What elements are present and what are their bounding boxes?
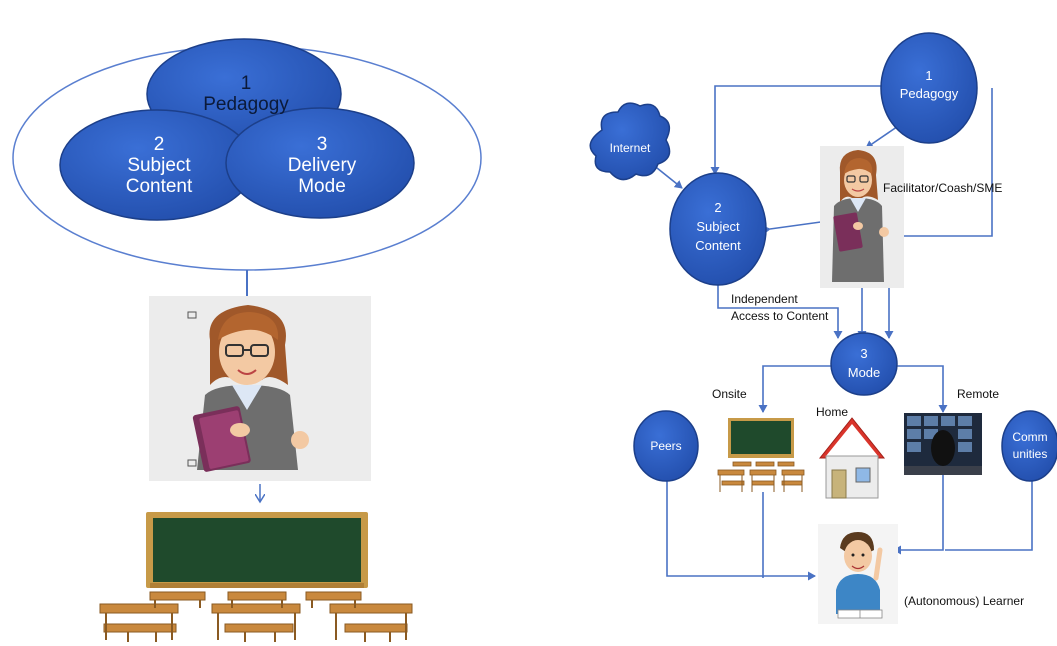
communities-circle [1001, 410, 1057, 482]
right-pedagogy-label: Pedagogy [900, 86, 959, 101]
pedagogy-label: Pedagogy [203, 94, 289, 115]
independent-line1: Independent [731, 292, 798, 306]
communities-line2: unities [1013, 447, 1048, 461]
delivery-label-line2: Mode [298, 176, 346, 197]
right-pedagogy-circle [880, 32, 978, 144]
right-subject-line1: Subject [696, 219, 740, 234]
right-panel: Internet 1 Pedagogy 2 Subject Content Fa… [589, 32, 1057, 624]
line-subject-to-mode [717, 284, 843, 339]
learner-label: (Autonomous) Learner [904, 594, 1024, 608]
remote-label: Remote [957, 387, 999, 401]
delivery-label-line1: Delivery [288, 155, 357, 176]
delivery-number: 3 [317, 134, 328, 155]
delivery-mode-circle [225, 107, 415, 219]
line-remote-to-learner [893, 470, 944, 555]
facilitator-label: Facilitator/Coash/SME [883, 181, 1002, 195]
independent-line2: Access to Content [731, 309, 829, 323]
internet-cloud: Internet [589, 102, 671, 181]
onsite-classroom-illustration [717, 418, 805, 492]
peers-label: Peers [650, 439, 681, 453]
right-subject-number: 2 [714, 200, 721, 215]
left-panel: 1 Pedagogy 2 Subject Content 3 Delivery … [12, 38, 482, 642]
home-label: Home [816, 405, 848, 419]
remote-video-illustration [904, 413, 982, 475]
teacher-illustration [149, 296, 371, 481]
right-mode-circle [830, 332, 898, 396]
home-house-icon [818, 417, 886, 499]
pedagogy-number: 1 [241, 73, 252, 94]
line-peers-to-learner [666, 480, 816, 581]
subject-number: 2 [154, 134, 165, 155]
arrow-subject-facilitator [762, 217, 829, 235]
peers-circle [633, 410, 699, 482]
right-mode-label: Mode [848, 365, 881, 380]
facilitator-illustration [820, 146, 904, 288]
learner-illustration [818, 524, 898, 624]
subject-label-line2: Content [126, 176, 193, 197]
right-pedagogy-number: 1 [925, 68, 932, 83]
subject-label-line1: Subject [127, 155, 191, 176]
line-mode-to-remote [896, 365, 948, 413]
line-communities-to-learner [945, 478, 1033, 551]
onsite-label: Onsite [712, 387, 747, 401]
communities-line1: Comm [1012, 430, 1047, 444]
internet-label: Internet [610, 141, 651, 155]
classroom-illustration [99, 512, 413, 642]
right-subject-line2: Content [695, 238, 741, 253]
line-mode-to-onsite [758, 365, 832, 413]
line-pedagogy-to-subject [710, 85, 884, 175]
right-mode-number: 3 [860, 346, 867, 361]
right-subject-circle [669, 172, 767, 286]
